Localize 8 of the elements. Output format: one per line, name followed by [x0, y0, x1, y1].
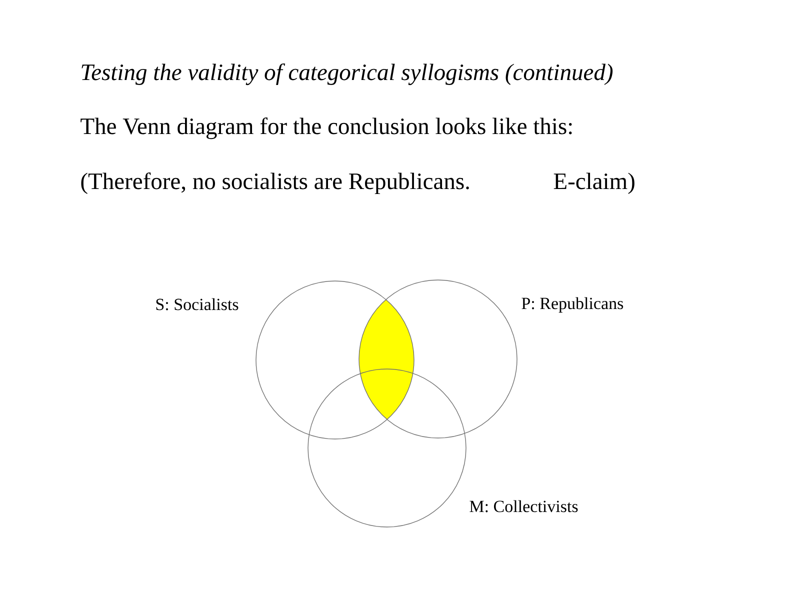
conclusion-text: (Therefore, no socialists are Republicans.	[81, 172, 469, 194]
title: Testing the validity of categorical syllogisms (continued)	[82, 63, 613, 86]
intro-text: The Venn diagram for the conclusion looks like this:	[80, 117, 572, 140]
shaded-region	[359, 300, 414, 420]
circle-label: S: Socialists	[156, 298, 238, 310]
claim-type-label: E-claim)	[554, 172, 634, 194]
circle-label: P: Republicans	[522, 297, 624, 313]
circle-label: M: Collectivists	[470, 500, 578, 512]
